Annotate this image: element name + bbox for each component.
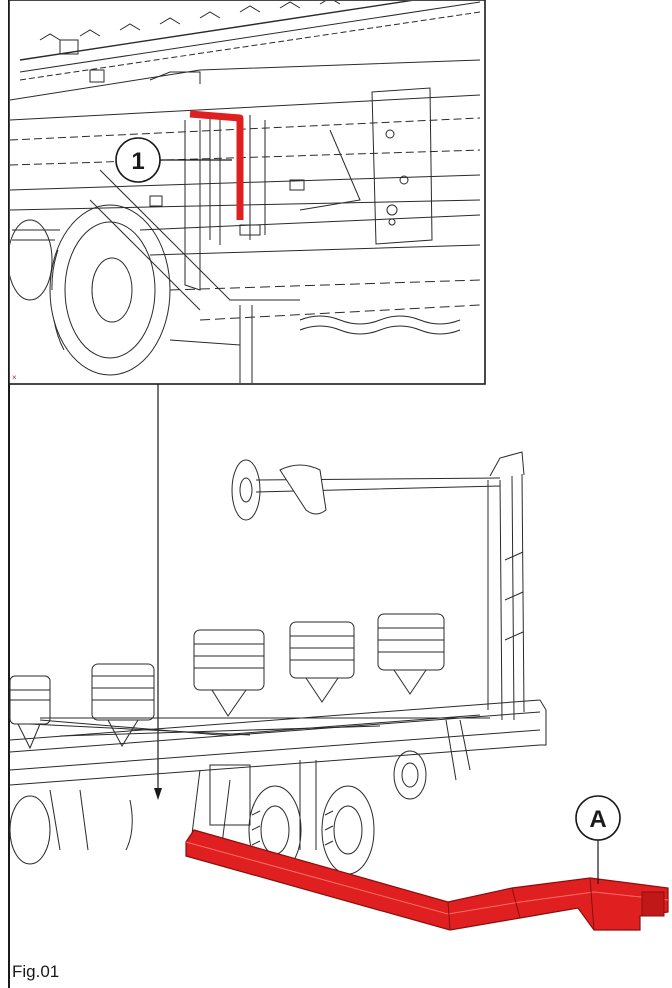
detail-leader-arrow [154,788,162,800]
detail-linework [10,1,481,383]
callout-1-label: 1 [131,148,144,175]
machine-linework [9,451,547,875]
detail-inset: 1 × [8,0,486,385]
figure-caption: Fig.01 [12,962,60,981]
detail-frame [8,0,486,385]
callout-a: A [575,795,621,841]
highlighted-part-a [185,829,669,931]
corner-mark: × [12,373,17,382]
callout-a-label: A [589,806,606,833]
callout-1: 1 [115,137,161,183]
highlighted-part-1 [189,110,244,220]
